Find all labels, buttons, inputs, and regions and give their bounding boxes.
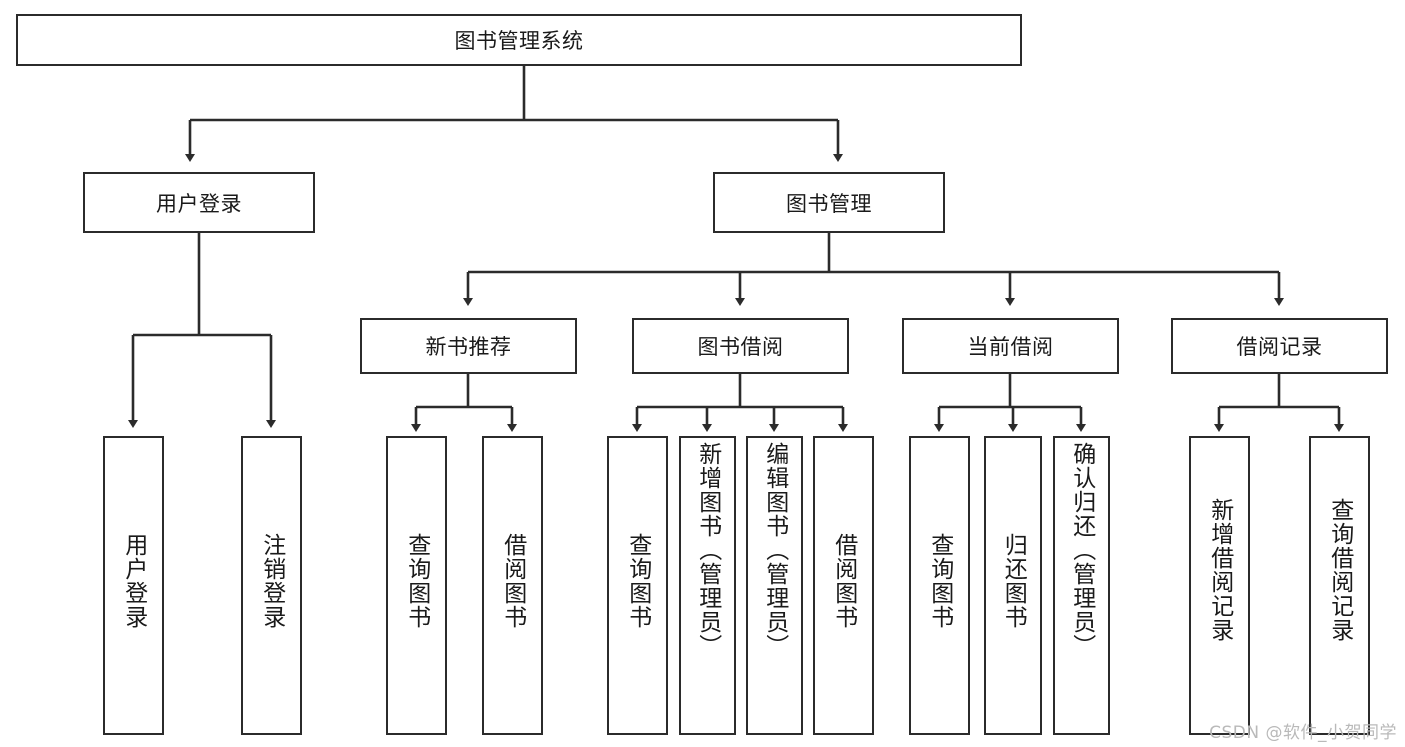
node-user-login[interactable]: 用户登录 [83, 172, 315, 233]
node-current-borrow[interactable]: 当前借阅 [902, 318, 1119, 374]
node-book-management-system[interactable]: 图书管理系统 [16, 14, 1022, 66]
leaf-new-book-borrow-book[interactable]: 借阅图书 [482, 436, 543, 735]
leaf-book-borrow-query-book[interactable]: 查询图书 [607, 436, 668, 735]
node-new-book-recommend[interactable]: 新书推荐 [360, 318, 577, 374]
node-label: 编辑图书（管理员） [761, 442, 788, 658]
node-label: 确认归还（管理员） [1068, 442, 1095, 658]
leaf-user-login-logout[interactable]: 注销登录 [241, 436, 302, 735]
leaf-current-borrow-return-book[interactable]: 归还图书 [984, 436, 1042, 735]
node-label: 查询图书 [624, 533, 651, 629]
node-label: 图书管理 [786, 191, 872, 216]
node-label: 图书借阅 [697, 335, 784, 359]
node-book-borrow[interactable]: 图书借阅 [632, 318, 849, 374]
node-label: 用户登录 [120, 533, 147, 629]
leaf-current-borrow-query-book[interactable]: 查询图书 [909, 436, 970, 735]
leaf-user-login-login[interactable]: 用户登录 [103, 436, 164, 735]
csdn-watermark: CSDN @软件_小贺同学 [1209, 723, 1397, 743]
node-label: 新增图书（管理员） [694, 442, 721, 658]
node-label: 新增借阅记录 [1206, 498, 1233, 642]
leaf-book-borrow-add-book-admin[interactable]: 新增图书（管理员） [679, 436, 736, 735]
node-label: 查询借阅记录 [1326, 498, 1353, 642]
node-label: 借阅图书 [830, 533, 857, 629]
node-label: 用户登录 [156, 191, 242, 216]
node-label: 归还图书 [1000, 533, 1027, 629]
node-label: 借阅记录 [1236, 335, 1323, 359]
node-label: 注销登录 [258, 533, 285, 629]
leaf-borrow-record-query-record[interactable]: 查询借阅记录 [1309, 436, 1370, 735]
node-label: 查询图书 [926, 533, 953, 629]
node-book-management[interactable]: 图书管理 [713, 172, 945, 233]
leaf-book-borrow-edit-book-admin[interactable]: 编辑图书（管理员） [746, 436, 803, 735]
leaf-current-borrow-confirm-return-admin[interactable]: 确认归还（管理员） [1053, 436, 1110, 735]
leaf-book-borrow-borrow-book[interactable]: 借阅图书 [813, 436, 874, 735]
node-borrow-record[interactable]: 借阅记录 [1171, 318, 1388, 374]
node-label: 查询图书 [403, 533, 430, 629]
leaf-new-book-query-book[interactable]: 查询图书 [386, 436, 447, 735]
node-label: 新书推荐 [425, 335, 512, 359]
leaf-borrow-record-add-record[interactable]: 新增借阅记录 [1189, 436, 1250, 735]
node-label: 当前借阅 [967, 335, 1054, 359]
node-label: 借阅图书 [499, 533, 526, 629]
node-label: 图书管理系统 [454, 29, 584, 53]
